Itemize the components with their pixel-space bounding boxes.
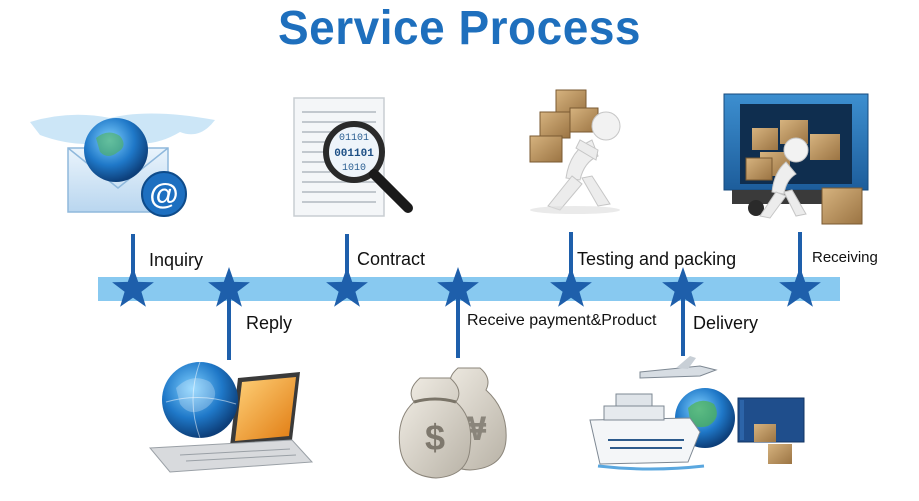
- step-label-receive-payment: Receive payment&Product: [467, 312, 657, 329]
- star-reply: [208, 267, 250, 307]
- step-label-contract: Contract: [357, 249, 426, 269]
- step-label-inquiry: Inquiry: [149, 250, 204, 270]
- svg-text:@: @: [149, 178, 178, 211]
- svg-text:1010: 1010: [342, 163, 366, 174]
- ship-plane-globe-icon: [589, 356, 805, 471]
- star-receive-payment: [437, 267, 479, 307]
- star-contract: [326, 267, 368, 307]
- person-carrying-boxes-icon: [529, 89, 621, 214]
- document-magnifier-icon: 01101 001101 1010: [293, 97, 413, 217]
- svg-text:$: $: [425, 417, 445, 458]
- money-bags-icon: ₩ $: [398, 367, 507, 479]
- step-label-receiving: Receiving: [812, 249, 878, 266]
- laptop-globe-icon: [148, 361, 314, 473]
- star-receiving: [779, 267, 821, 307]
- star-testing: [550, 267, 592, 307]
- star-delivery: [662, 267, 704, 307]
- step-label-reply: Reply: [246, 313, 293, 333]
- svg-text:01101: 01101: [339, 133, 369, 144]
- svg-text:001101: 001101: [334, 148, 374, 160]
- page-title: Service Process: [278, 0, 641, 55]
- star-inquiry: [112, 267, 154, 307]
- email-at-icon: @: [30, 113, 215, 217]
- step-label-testing-packing: Testing and packing: [577, 249, 737, 269]
- step-label-delivery: Delivery: [693, 313, 759, 333]
- truck-unloading-icon: [723, 93, 869, 225]
